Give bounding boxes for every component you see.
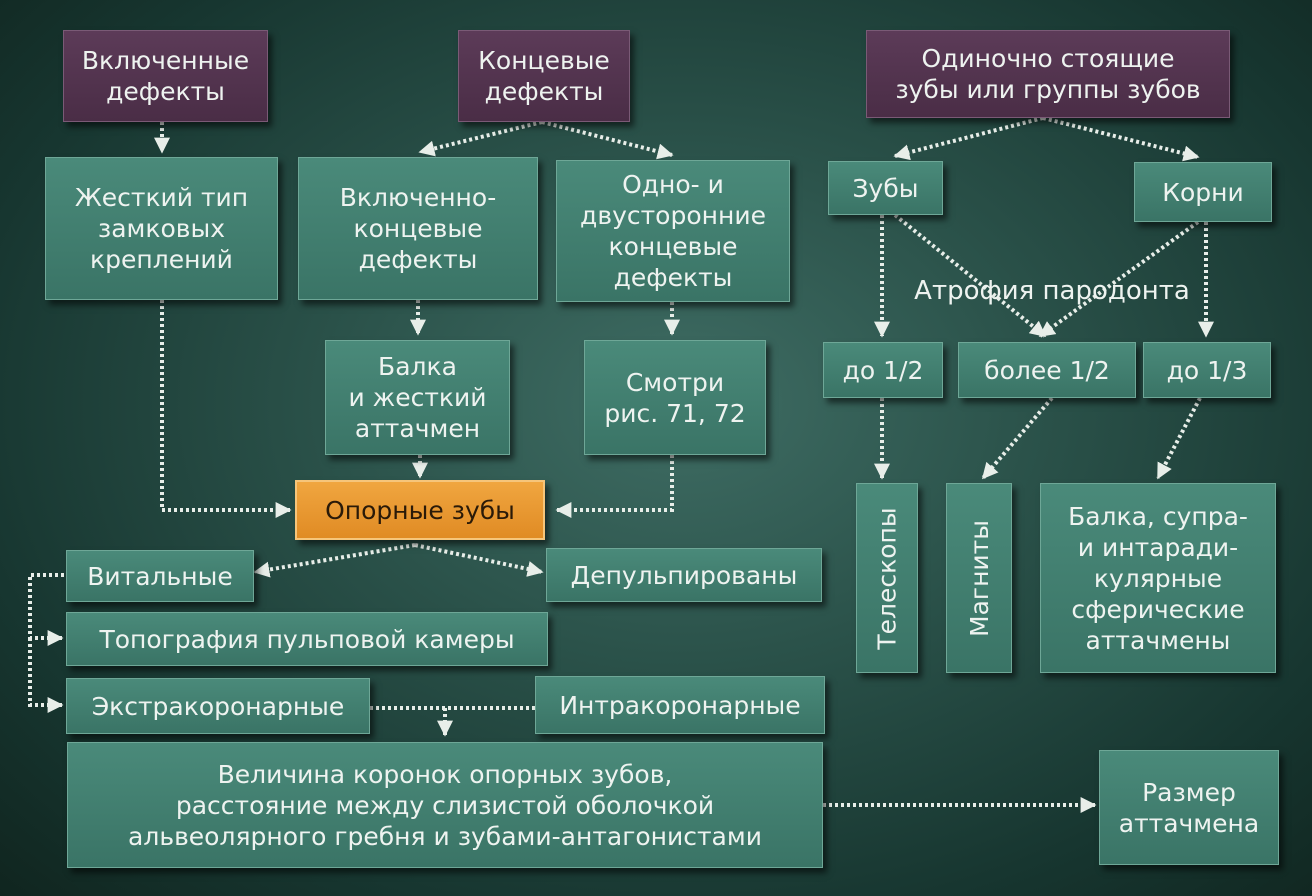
arrow-vital-to-pulp-topography	[28, 573, 64, 646]
arrow-roots-to-more-half	[1038, 220, 1200, 338]
node-telescopes: Телескопы	[856, 483, 918, 673]
arrow-rigid-to-abutment	[160, 300, 292, 518]
node-depulped: Депульпированы	[546, 548, 822, 602]
node-up-to-third: до 1/3	[1143, 342, 1271, 398]
arrow-teeth-to-more-half	[893, 213, 1047, 338]
node-abutment-teeth: Опорные зубы	[295, 480, 545, 540]
node-included-defects: Включенные дефекты	[63, 30, 268, 122]
arrow-end-to-one-two	[541, 120, 674, 160]
arrow-up-third-to-beam-supra	[1156, 397, 1202, 480]
arrow-end-to-included-end	[418, 120, 543, 157]
node-end-defects: Концевые дефекты	[458, 30, 630, 122]
node-pulp-chamber-topography: Топография пульповой камеры	[66, 612, 548, 666]
node-rigid-lock: Жесткий тип замковых креплений	[45, 157, 278, 300]
node-beam-supra-intraradicular: Балка, супра- и интаради- кулярные сфери…	[1040, 483, 1276, 673]
arrow-abutment-to-vital	[253, 543, 416, 578]
node-roots: Корни	[1134, 162, 1272, 222]
node-one-two-sided-defects: Одно- и двусторонние концевые дефекты	[556, 160, 790, 302]
arrow-pulp-to-extracoronal	[28, 638, 64, 713]
node-beam-rigid-attachment: Балка и жесткий аттачмен	[325, 340, 510, 455]
node-see-figures: Смотри рис. 71, 72	[584, 340, 766, 455]
node-crown-size: Величина коронок опорных зубов, расстоян…	[67, 742, 823, 868]
node-attachment-size: Размер аттачмена	[1099, 750, 1279, 865]
node-teeth: Зубы	[828, 161, 943, 215]
node-intracoronal: Интракоронарные	[535, 676, 825, 734]
arrow-single-to-teeth	[893, 116, 1044, 161]
node-included-end-defects: Включенно- концевые дефекты	[298, 157, 538, 300]
arrow-abutment-to-depulped	[414, 543, 544, 577]
node-vital: Витальные	[66, 550, 254, 602]
telescopes-label: Телескопы	[872, 506, 902, 650]
node-extracoronal: Экстракоронарные	[66, 678, 370, 734]
label-periodontal-atrophy: Атрофия пародонта	[914, 275, 1190, 306]
magnets-label: Магниты	[964, 519, 994, 637]
arrow-more-half-to-magnets	[981, 396, 1054, 480]
node-more-than-half: более 1/2	[958, 342, 1136, 398]
node-single-teeth: Одиночно стоящие зубы или группы зубов	[866, 30, 1230, 118]
node-up-to-half: до 1/2	[823, 342, 943, 398]
arrow-single-to-roots	[1042, 116, 1200, 162]
arrow-see-fig-to-abutment	[555, 455, 674, 518]
node-magnets: Магниты	[946, 483, 1012, 673]
